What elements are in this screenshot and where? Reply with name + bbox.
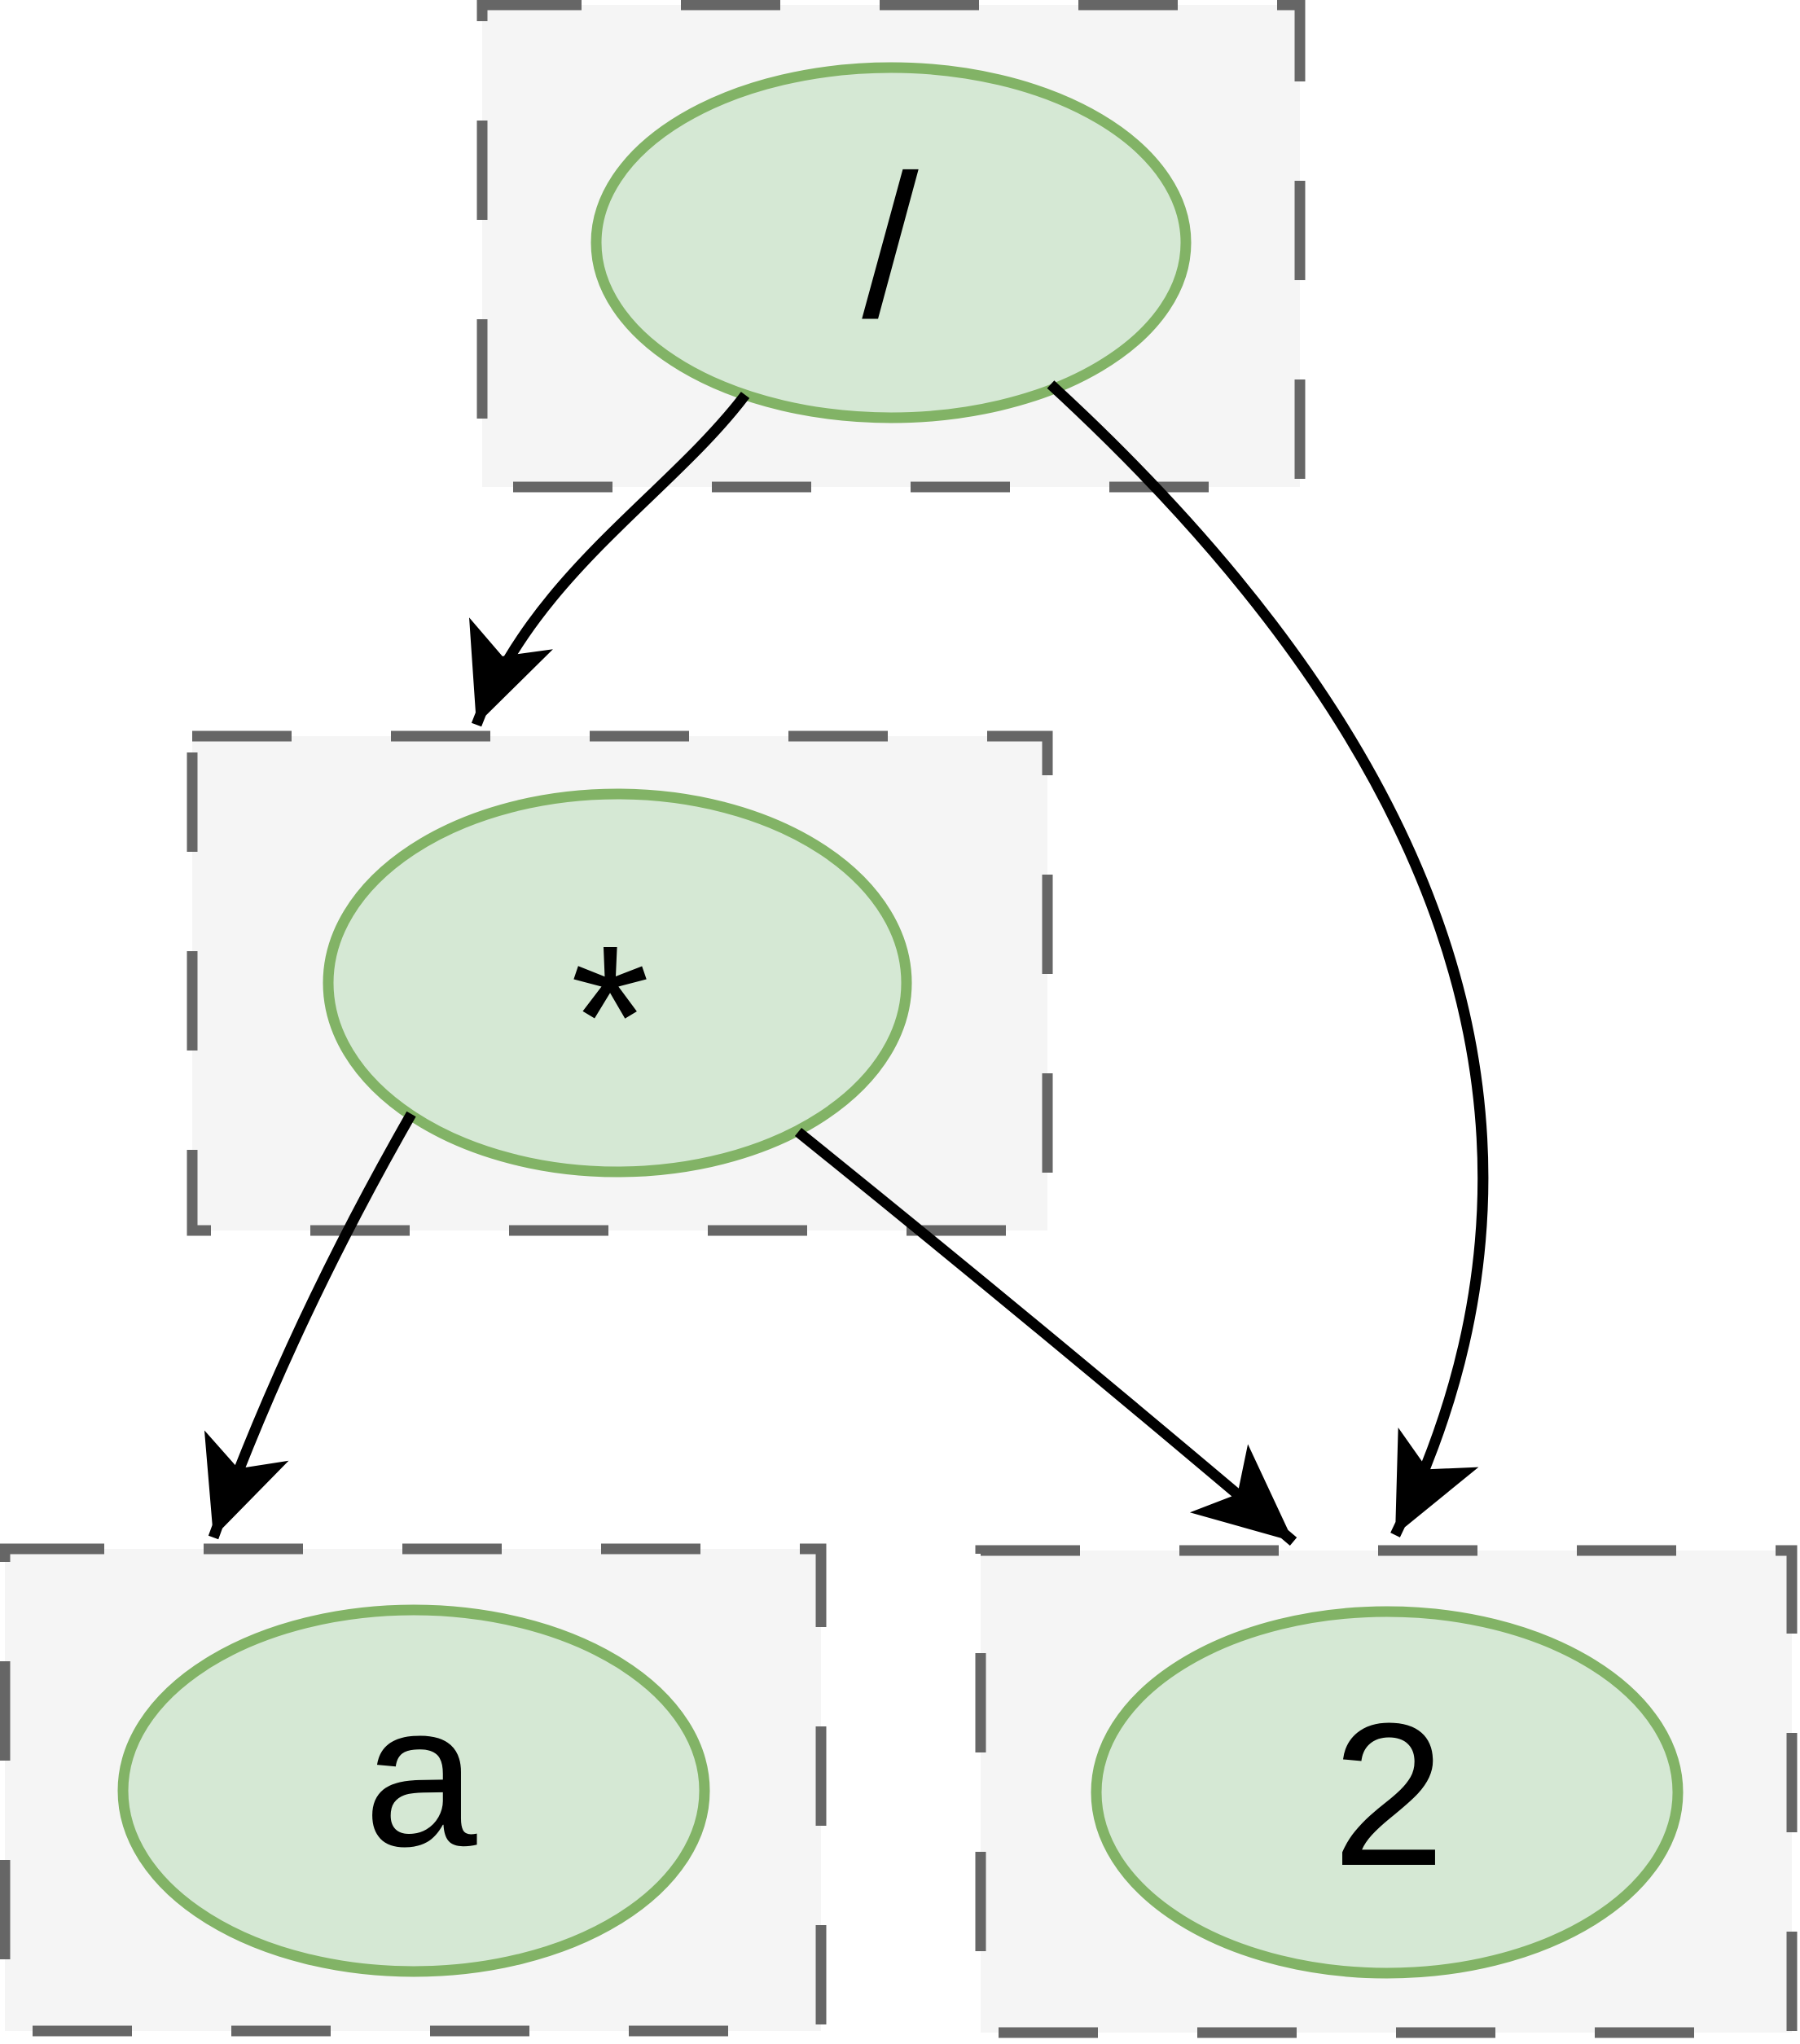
div-node-ellipse: [590, 62, 1192, 423]
two-node-ellipse: [1091, 1606, 1684, 1979]
node-mul: *: [187, 730, 1053, 1236]
edge-mul-to-a: [204, 1111, 416, 1540]
node-2: 2: [975, 1545, 1798, 2038]
node-a: a: [0, 1543, 827, 2037]
edge-div-to-2: [1047, 380, 1489, 1537]
div-node-label: /: [862, 133, 919, 360]
two-node-label: 2: [1332, 1681, 1445, 1908]
a-node-ellipse: [117, 1604, 710, 1977]
mul-node-label: *: [570, 903, 649, 1130]
edge-div-to-mul: [469, 392, 750, 727]
a-node-label: a: [363, 1661, 477, 1888]
mul-node-ellipse: [323, 788, 912, 1178]
edge-mul-to-2: [794, 1127, 1297, 1546]
node-div: /: [476, 0, 1306, 493]
